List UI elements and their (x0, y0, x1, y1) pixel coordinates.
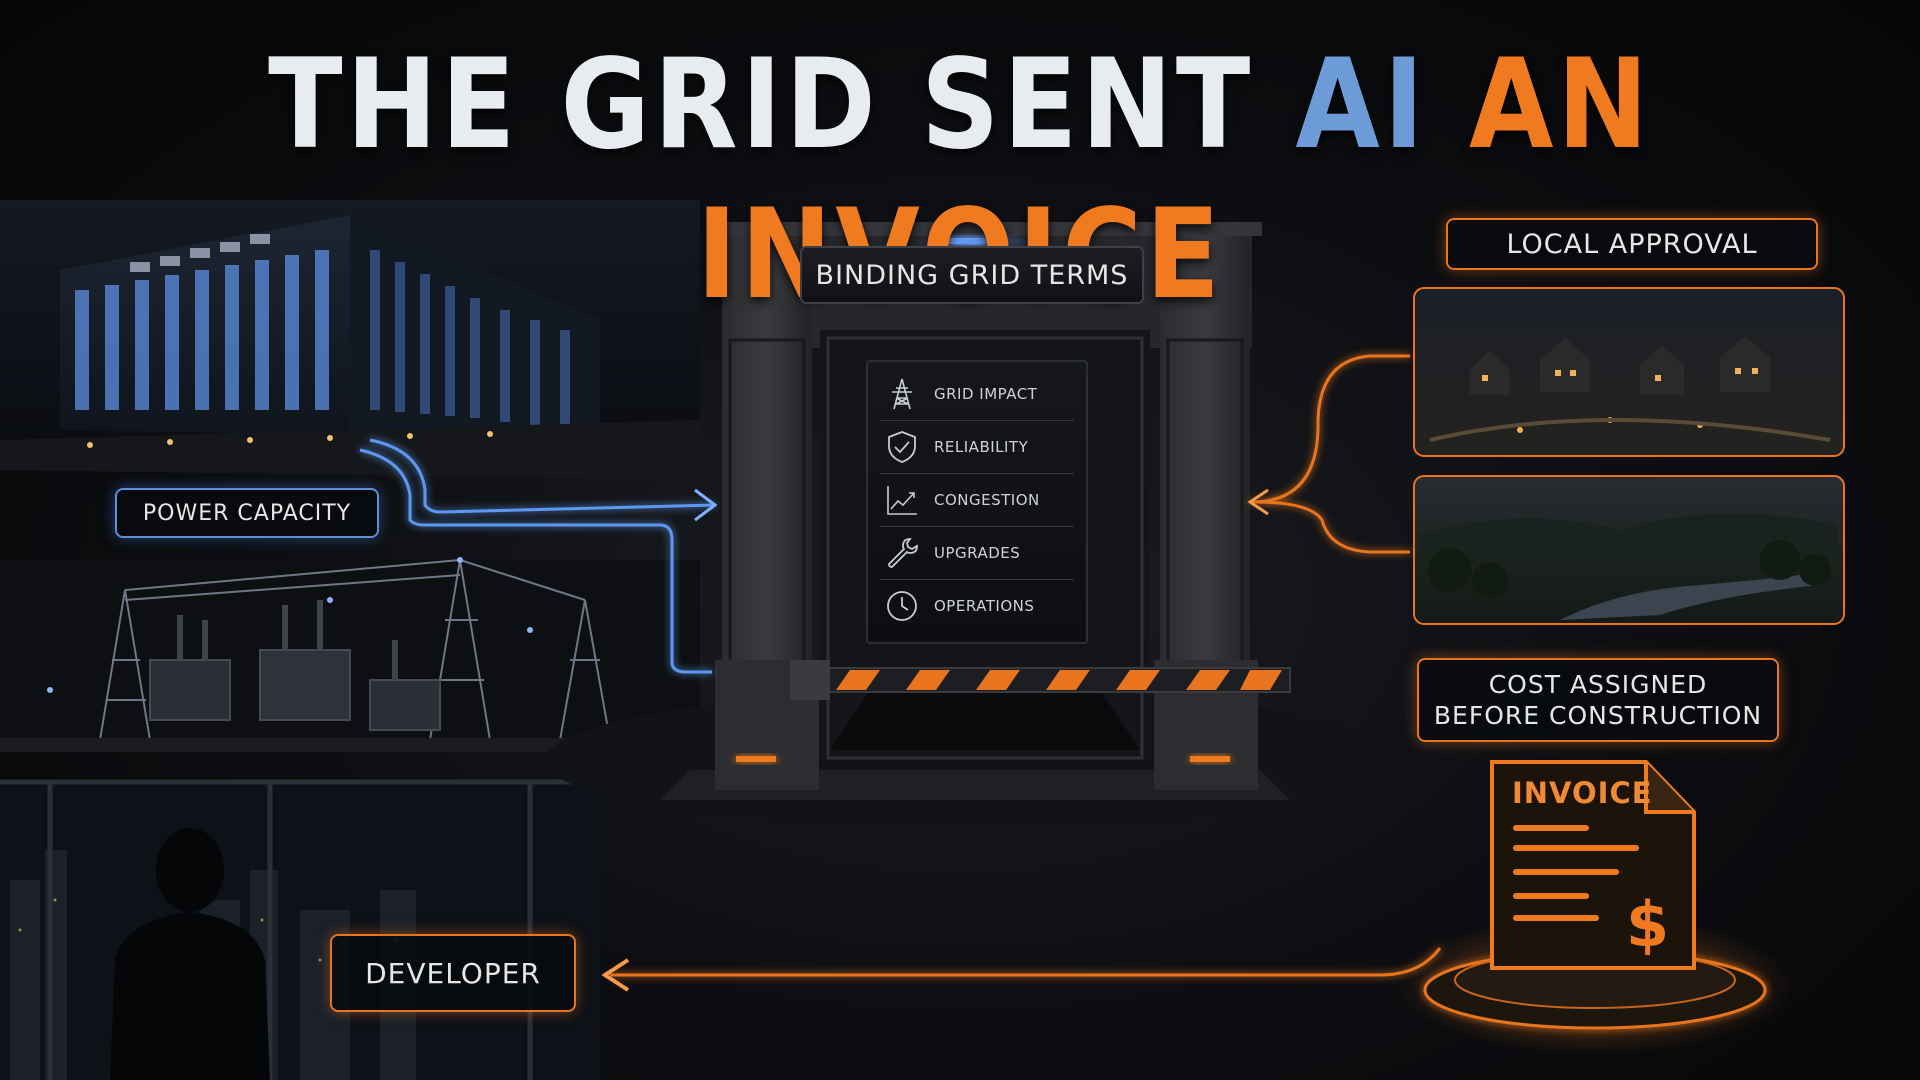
binding-grid-terms-label: BINDING GRID TERMS (800, 246, 1144, 304)
term-reliability: RELIABILITY (880, 421, 1074, 474)
developer-arrowhead (601, 958, 630, 992)
clock-icon (887, 591, 917, 621)
grid-terms-panel: GRID IMPACT RELIABILITY CONGESTION (866, 360, 1088, 644)
wrench-icon (888, 538, 918, 568)
power-flow-lines (359, 438, 716, 674)
trend-chart-icon (887, 486, 917, 515)
cost-assigned-line-2: BEFORE CONSTRUCTION (1433, 701, 1763, 730)
cost-assigned-label: COST ASSIGNED BEFORE CONSTRUCTION (1417, 658, 1779, 742)
invoice-title: INVOICE (1512, 776, 1653, 810)
term-label: RELIABILITY (934, 438, 1029, 456)
developer-label: DEVELOPER (330, 934, 576, 1012)
term-operations: OPERATIONS (880, 580, 1074, 632)
local-approval-label: LOCAL APPROVAL (1446, 218, 1818, 270)
term-label: OPERATIONS (934, 597, 1035, 615)
approval-connector (1250, 354, 1410, 554)
term-label: CONGESTION (934, 491, 1040, 509)
title-part-1: THE GRID SENT (268, 33, 1296, 177)
power-capacity-label: POWER CAPACITY (115, 488, 379, 538)
transmission-tower-icon (892, 378, 912, 410)
term-upgrades: UPGRADES (880, 527, 1074, 580)
shield-check-icon (888, 431, 916, 463)
invoice-document-icon (1490, 760, 1696, 970)
dollar-sign: $ (1626, 888, 1670, 961)
term-label: GRID IMPACT (934, 385, 1038, 403)
term-congestion: CONGESTION (880, 474, 1074, 527)
term-label: UPGRADES (934, 544, 1021, 562)
developer-illustration (0, 779, 600, 1080)
title-part-ai: AI (1295, 33, 1428, 177)
data-center-illustration (0, 200, 700, 480)
village-illustration (1413, 287, 1845, 457)
river-landscape-illustration (1413, 475, 1845, 625)
term-grid-impact: GRID IMPACT (880, 368, 1074, 421)
cost-assigned-line-1: COST ASSIGNED (1488, 670, 1708, 699)
invoice-to-developer-connector (610, 947, 1442, 977)
power-arrowhead (694, 488, 718, 522)
page-title: THE GRID SENT AI AN INVOICE (115, 30, 1805, 330)
substation-illustration (0, 557, 700, 752)
approval-arrowhead (1247, 488, 1269, 516)
